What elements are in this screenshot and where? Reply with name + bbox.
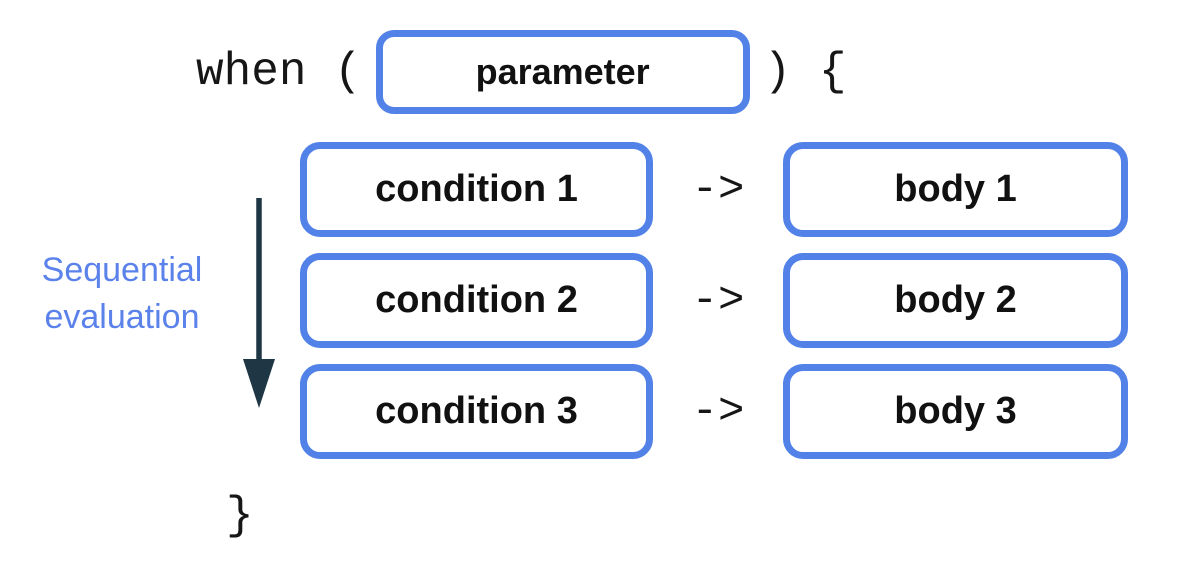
sequential-evaluation-label: Sequential evaluation <box>41 251 203 336</box>
arrow-token-1: -> <box>691 164 745 215</box>
body-label-3: body 3 <box>894 390 1017 432</box>
condition-box-1: condition 1 <box>300 142 653 237</box>
condition-label-1: condition 1 <box>375 168 578 210</box>
condition-label-2: condition 2 <box>375 279 578 321</box>
when-header-line: when ( parameter ) { <box>196 26 846 118</box>
condition-box-3: condition 3 <box>300 364 653 459</box>
parameter-box: parameter <box>375 30 750 114</box>
body-box-2: body 2 <box>783 253 1128 348</box>
branch-row-3: condition 3 -> body 3 <box>300 364 1128 459</box>
sequential-evaluation-arrow-icon <box>243 198 275 408</box>
body-label-2: body 2 <box>894 279 1017 321</box>
arrow-token-2: -> <box>691 275 745 326</box>
condition-label-3: condition 3 <box>375 390 578 432</box>
condition-box-2: condition 2 <box>300 253 653 348</box>
branch-rows: condition 1 -> body 1 condition 2 -> bod… <box>300 142 1128 475</box>
body-label-1: body 1 <box>894 168 1017 210</box>
branch-row-2: condition 2 -> body 2 <box>300 253 1128 348</box>
when-keyword-open-paren: when ( <box>196 46 362 98</box>
body-box-1: body 1 <box>783 142 1128 237</box>
branch-row-1: condition 1 -> body 1 <box>300 142 1128 237</box>
closing-brace: } <box>226 490 254 542</box>
parameter-label: parameter <box>475 51 650 92</box>
body-box-3: body 3 <box>783 364 1128 459</box>
arrow-token-3: -> <box>691 386 745 437</box>
close-paren-open-brace: ) { <box>763 46 847 98</box>
